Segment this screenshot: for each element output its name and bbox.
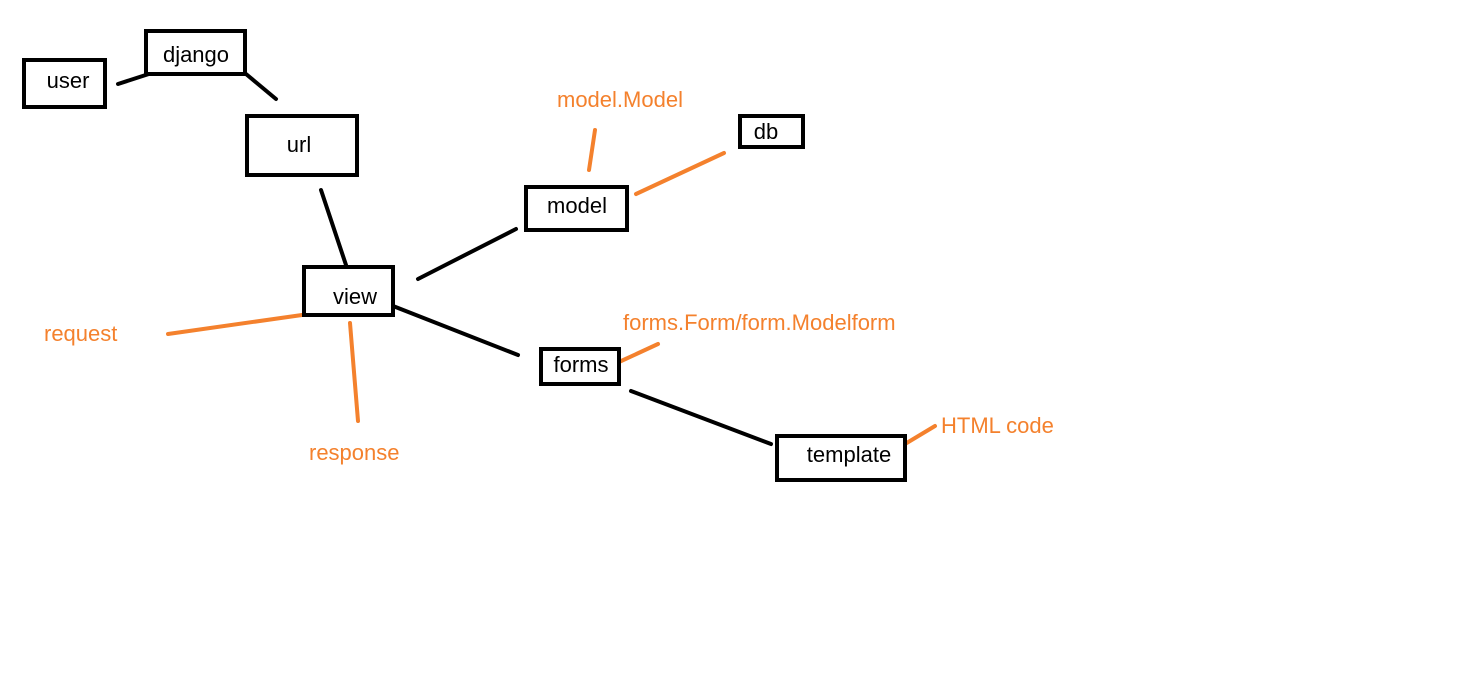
annotation-line-response — [348, 321, 360, 423]
node-forms: forms — [539, 347, 621, 386]
annotation-forms-form: forms.Form/form.Modelform — [623, 310, 896, 335]
node-db-label: db — [754, 119, 778, 144]
connector-django-url — [244, 72, 278, 101]
connector-url-view — [319, 188, 348, 267]
node-db: db — [738, 114, 805, 149]
annotations: model.Model request response forms.Form/… — [44, 87, 1054, 465]
annotation-line-model-model — [587, 128, 597, 172]
node-django-label: django — [163, 42, 229, 67]
annotation-model-model: model.Model — [557, 87, 683, 112]
annotation-line-forms-form — [617, 342, 660, 364]
annotation-line-html-code — [903, 424, 937, 446]
node-view-label: view — [333, 284, 377, 309]
connectors — [116, 70, 773, 446]
node-forms-label: forms — [554, 352, 609, 377]
node-view: view — [302, 265, 395, 317]
annotation-line-model-db — [634, 151, 726, 196]
node-django: django — [144, 29, 247, 76]
node-template-label: template — [807, 442, 891, 467]
node-model-label: model — [547, 193, 607, 218]
node-url-label: url — [287, 132, 311, 157]
annotation-response: response — [309, 440, 400, 465]
connector-forms-template — [629, 389, 773, 446]
annotation-line-request — [166, 313, 304, 336]
annotation-request: request — [44, 321, 117, 346]
node-template: template — [775, 434, 907, 482]
annotation-connectors — [166, 128, 937, 446]
node-url: url — [245, 114, 359, 177]
node-user: user — [22, 58, 107, 109]
annotation-html-code: HTML code — [941, 413, 1054, 438]
node-model: model — [524, 185, 629, 232]
node-user-label: user — [47, 68, 90, 93]
connector-view-model — [416, 227, 518, 281]
connector-view-forms — [391, 304, 520, 357]
